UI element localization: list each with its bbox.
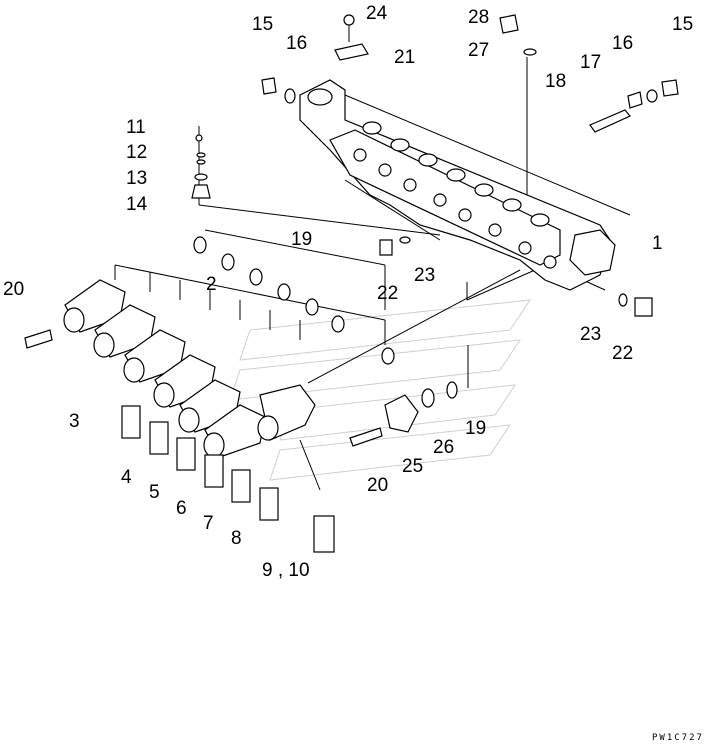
leader-lines — [114, 57, 631, 388]
label-21: 21 — [394, 47, 415, 68]
label-9-10: 9 , 10 — [262, 560, 310, 581]
label-4: 4 — [121, 467, 132, 488]
label-22: 22 — [377, 283, 398, 304]
label-20: 20 — [367, 475, 388, 496]
label-3: 3 — [69, 411, 80, 432]
label-20: 20 — [3, 279, 24, 300]
label-23: 23 — [580, 324, 601, 345]
label-19: 19 — [465, 418, 486, 439]
label-11: 11 — [126, 117, 146, 138]
label-22: 22 — [612, 343, 633, 364]
label-5: 5 — [149, 482, 160, 503]
label-25: 25 — [402, 456, 423, 477]
background-watermark — [229, 299, 532, 481]
drawing-code: PW1C727 — [652, 733, 704, 743]
label-17: 17 — [580, 52, 601, 73]
label-1: 1 — [652, 233, 663, 254]
check-valve-parts — [191, 134, 211, 199]
label-16: 16 — [286, 33, 307, 54]
o-ring-row — [193, 236, 395, 365]
label-16: 16 — [612, 33, 633, 54]
side-fittings — [24, 236, 653, 447]
part-labels: 15 16 24 21 28 27 15 16 17 18 11 12 13 1… — [3, 3, 693, 581]
label-2: 2 — [206, 274, 217, 295]
label-15: 15 — [672, 14, 693, 35]
label-7: 7 — [203, 513, 214, 534]
label-6: 6 — [176, 498, 187, 519]
label-12: 12 — [126, 142, 147, 163]
label-14: 14 — [126, 194, 148, 215]
solenoid-coils — [63, 279, 316, 458]
valve-body — [299, 79, 616, 291]
label-26: 26 — [433, 437, 454, 458]
label-23: 23 — [414, 265, 435, 286]
label-19: 19 — [291, 229, 312, 250]
label-15: 15 — [252, 14, 273, 35]
label-18: 18 — [545, 71, 566, 92]
label-13: 13 — [126, 168, 147, 189]
top-fittings — [261, 14, 679, 133]
label-24: 24 — [366, 3, 388, 24]
label-27: 27 — [468, 40, 489, 61]
label-28: 28 — [468, 7, 489, 28]
connectors — [121, 405, 335, 553]
label-8: 8 — [231, 528, 242, 549]
